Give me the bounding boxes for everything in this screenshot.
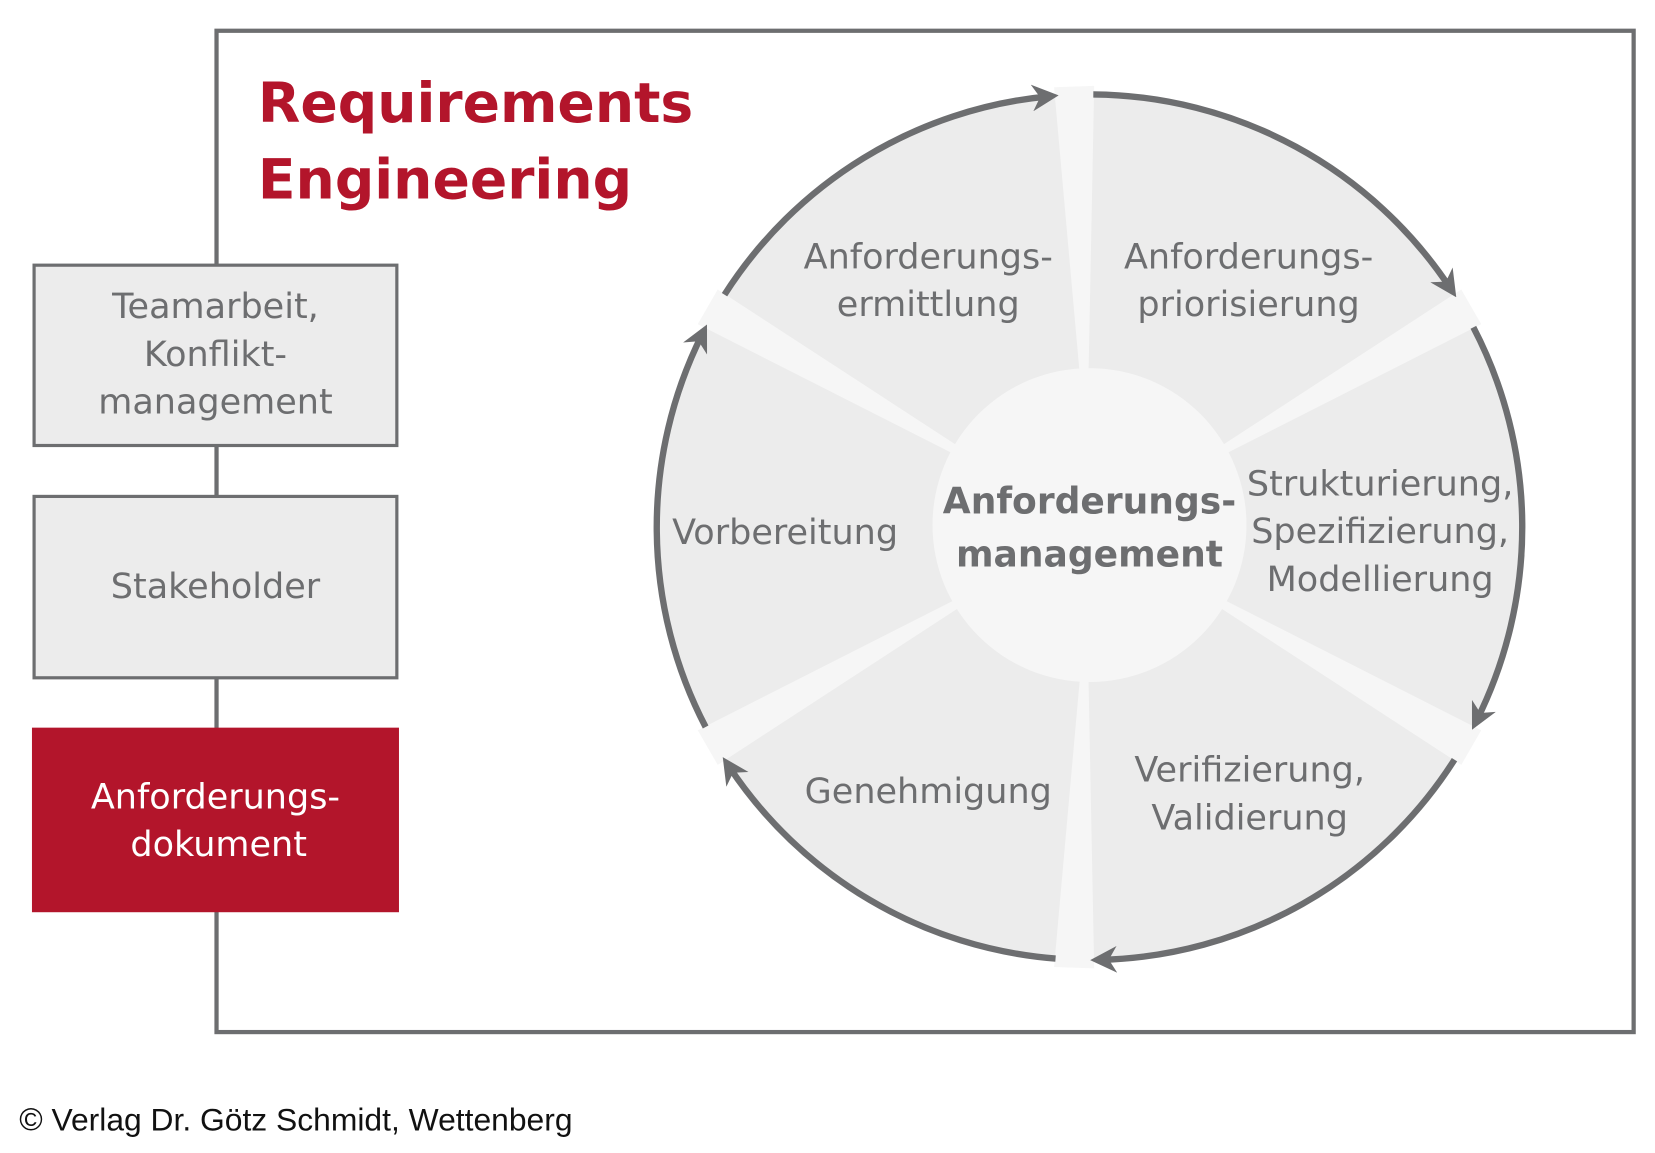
- left-box-requirements-document: Anforderungs- dokument: [31, 727, 399, 913]
- cycle-arrow: [721, 84, 1059, 297]
- center-label: Anforderungs-: [943, 480, 1236, 522]
- segment-gap: [1215, 289, 1482, 457]
- box-label: Stakeholder: [111, 567, 321, 607]
- cycle-arrow: [653, 324, 709, 729]
- segment-elicitation-label: Anforderungs-: [804, 237, 1053, 277]
- segment-prioritization-label: priorisierung: [1137, 285, 1359, 325]
- copyright-notice: © Verlag Dr. Götz Schmidt, Wettenberg: [19, 1102, 572, 1138]
- segment-specification-label: Strukturierung,: [1247, 464, 1513, 504]
- segment-verification-label: Validierung: [1151, 798, 1348, 838]
- segment-gap: [697, 289, 964, 457]
- center-circle: [932, 368, 1247, 683]
- title-line-2: Engineering: [258, 148, 632, 212]
- segment-specification-label: Spezifizierung,: [1251, 512, 1509, 552]
- center-label: management: [956, 533, 1223, 575]
- box-label: Teamarbeit,: [111, 287, 319, 327]
- title-line-1: Requirements: [258, 72, 693, 136]
- left-box-teamwork: Teamarbeit, Konflikt- management: [32, 263, 399, 448]
- left-box-stakeholder: Stakeholder: [32, 494, 399, 680]
- segment-gap: [1054, 85, 1095, 379]
- cycle-arrow: [1093, 91, 1457, 298]
- segment-prioritization-label: Anforderungs-: [1124, 237, 1373, 277]
- segment-gap: [1215, 597, 1482, 765]
- segment-gap: [697, 597, 964, 765]
- cycle-arrow: [1470, 325, 1526, 730]
- cycle-arrow: [722, 757, 1056, 962]
- cycle-arrow: [1090, 757, 1458, 973]
- segment-gap: [1054, 675, 1095, 969]
- box-label: management: [98, 383, 332, 423]
- box-label: Konflikt-: [144, 335, 287, 375]
- box-label: Anforderungs-: [91, 777, 340, 817]
- cycle-diagram: Anforderungs- management Anforderungs- e…: [653, 84, 1526, 973]
- segment-specification-label: Modellierung: [1267, 560, 1494, 600]
- box-label: dokument: [130, 825, 307, 865]
- segment-verification-label: Verifizierung,: [1134, 751, 1365, 791]
- segment-preparation-label: Vorbereitung: [672, 513, 898, 553]
- segment-elicitation-label: ermittlung: [837, 285, 1020, 325]
- segment-approval-label: Genehmigung: [805, 772, 1052, 812]
